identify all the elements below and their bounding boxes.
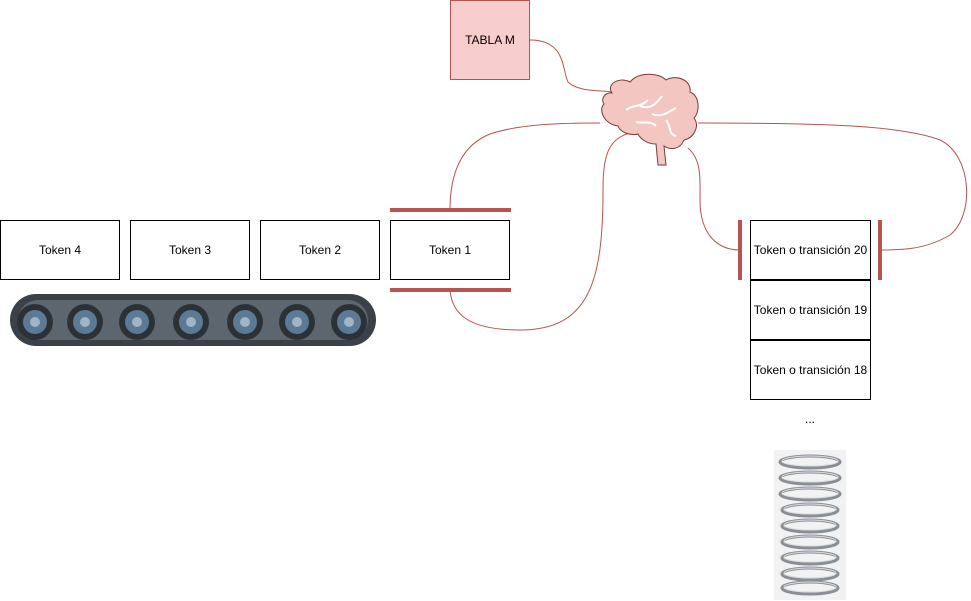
token-4-box: Token 4 (0, 220, 120, 280)
tabla-m-box: TABLA M (450, 0, 530, 80)
link-brain-stack-right (697, 122, 968, 251)
stack-item-label: Token o transición 20 (753, 243, 868, 257)
token-3-box: Token 3 (130, 220, 250, 280)
conveyor-belt-icon (10, 294, 376, 346)
link-brain-queue-top (449, 122, 601, 211)
spring-icon (774, 450, 846, 600)
stack-item-18: Token o transición 18 (750, 340, 871, 400)
token-label: Token 2 (298, 243, 342, 257)
queue-top-bar (390, 208, 511, 212)
tabla-m-label: TABLA M (465, 33, 515, 47)
stack-item-20: Token o transición 20 (750, 220, 871, 280)
stack-item-label: Token o transición 19 (753, 303, 868, 317)
queue-bottom-bar (390, 288, 511, 292)
link-brain-queue-bottom (449, 130, 641, 331)
token-label: Token 3 (168, 243, 212, 257)
stack-right-bar (878, 220, 882, 280)
link-tabla-brain (529, 39, 613, 93)
token-label: Token 4 (38, 243, 82, 257)
stack-item-19: Token o transición 19 (750, 280, 871, 340)
token-label: Token 1 (428, 243, 472, 257)
token-2-box: Token 2 (260, 220, 380, 280)
brain-icon (601, 73, 699, 166)
stack-left-bar (738, 220, 742, 280)
stack-item-label: Token o transición 18 (753, 363, 868, 377)
stack-ellipsis: ... (804, 412, 815, 426)
token-1-box: Token 1 (390, 220, 510, 280)
link-brain-stack-left (687, 147, 741, 251)
